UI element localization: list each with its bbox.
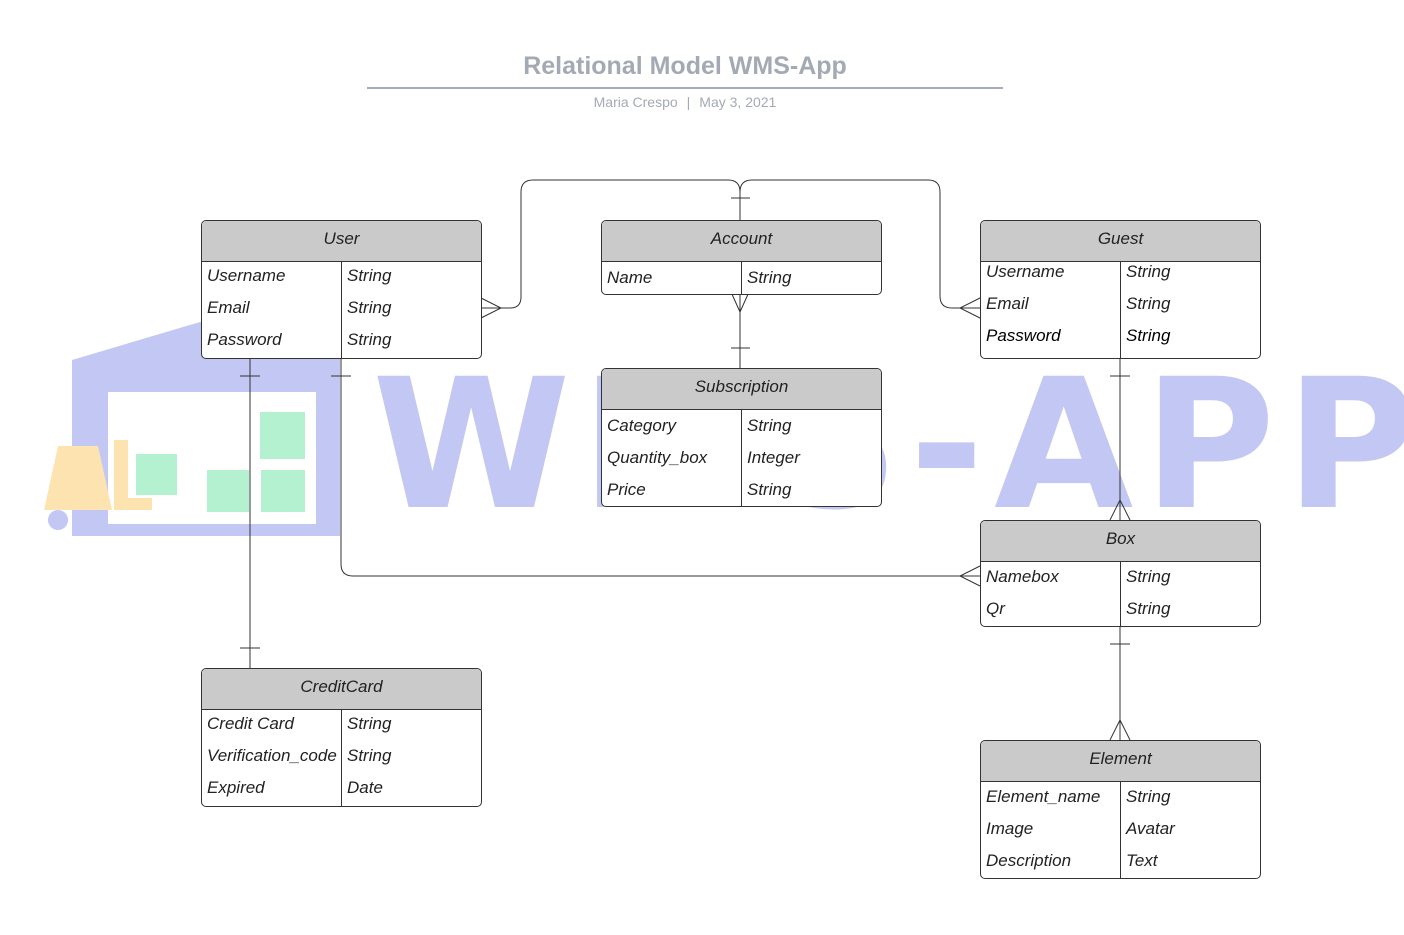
field-type: String [347, 298, 392, 317]
field-type: String [347, 330, 392, 349]
table-row: Quantity_box Integer [602, 442, 881, 474]
field-type: String [347, 266, 392, 285]
table-row: Category String [602, 410, 881, 442]
entity-box-title: Box [981, 521, 1260, 562]
table-row: Namebox String [981, 562, 1260, 594]
table-row: Password String [202, 326, 481, 358]
field-type: String [1126, 787, 1171, 806]
entity-account[interactable]: Account Name String [601, 220, 882, 295]
entity-account-title: Account [602, 221, 881, 262]
field-type: String [347, 714, 392, 733]
diagram-subtitle: Maria Crespo | May 3, 2021 [367, 94, 1003, 110]
table-row: Name String [602, 262, 881, 294]
table-row: Email String [202, 294, 481, 326]
table-row: Expired Date [202, 774, 481, 806]
field-name: Image [986, 819, 1034, 838]
field-name: Description [986, 851, 1072, 870]
table-row: Element_name String [981, 782, 1260, 814]
entity-subscription-title: Subscription [602, 369, 881, 410]
field-name: Category [607, 416, 676, 435]
field-name: Namebox [986, 567, 1059, 586]
field-name: Expired [207, 778, 265, 797]
field-type: String [1126, 326, 1171, 345]
table-row: Description Text [981, 846, 1260, 878]
table-row: Image Avatar [981, 814, 1260, 846]
diagram-date: May 3, 2021 [699, 94, 777, 110]
table-row: Credit Card String [202, 710, 481, 742]
field-type: String [747, 480, 792, 499]
table-row: Username String [981, 262, 1260, 294]
field-name: Price [607, 480, 646, 499]
entity-element[interactable]: Element Element_name String Image Avatar D… [980, 740, 1261, 879]
table-row: Email String [981, 294, 1260, 326]
subtitle-separator: | [686, 94, 691, 110]
table-row: Qr String [981, 594, 1260, 626]
table-row: Username String [202, 262, 481, 294]
field-type: String [1126, 599, 1171, 618]
field-name: Password [207, 330, 282, 349]
field-type: String [747, 268, 792, 287]
field-name: Credit Card [207, 714, 294, 733]
field-name: Username [986, 262, 1065, 281]
entity-guest-title: Guest [981, 221, 1260, 262]
field-type: String [1126, 294, 1171, 313]
field-name: Password [986, 326, 1061, 345]
field-type: Date [347, 778, 383, 797]
diagram-title: Relational Model WMS-App [523, 52, 847, 80]
field-name: Element_name [986, 787, 1101, 806]
field-name: Email [986, 294, 1029, 313]
field-name: Verification_code [207, 746, 337, 765]
field-type: String [747, 416, 792, 435]
field-name: Qr [986, 599, 1005, 618]
field-type: Integer [747, 448, 800, 467]
entity-user-title: User [202, 221, 481, 262]
title-underline [367, 87, 1003, 89]
field-type: String [347, 746, 392, 765]
field-type: String [1126, 567, 1171, 586]
field-type: Avatar [1126, 819, 1175, 838]
table-row: Verification_code String [202, 742, 481, 774]
entity-creditcard-title: CreditCard [202, 669, 481, 710]
field-name: Username [207, 266, 286, 285]
field-type: String [1126, 262, 1171, 281]
field-name: Email [207, 298, 250, 317]
field-type: Text [1126, 851, 1158, 870]
table-row: Password String [981, 326, 1260, 358]
table-row: Price String [602, 474, 881, 506]
field-name: Name [607, 268, 653, 287]
entity-element-title: Element [981, 741, 1260, 782]
author-name: Maria Crespo [593, 94, 678, 110]
field-name: Quantity_box [607, 448, 708, 467]
